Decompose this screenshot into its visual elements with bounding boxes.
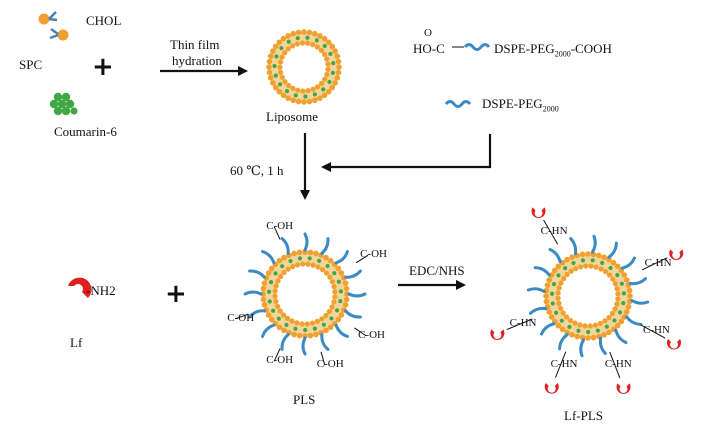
peg-elbow-arrow xyxy=(321,134,492,172)
condition-label: 60 ℃, 1 h xyxy=(230,163,284,178)
amide-group: C-HN xyxy=(550,357,578,370)
spc-label: SPC xyxy=(19,57,43,72)
chol-molecule-icon xyxy=(38,11,58,25)
plus-sign-2: + xyxy=(165,279,187,309)
liposome-vesicle xyxy=(266,29,342,105)
pls-vesicle xyxy=(235,226,369,366)
carbonyl-o-label: O xyxy=(424,27,432,39)
lf-label: Lf xyxy=(70,335,83,350)
dspe-peg-cooh-label: DSPE-PEG2000-COOH xyxy=(494,41,612,59)
thin-film-label: Thin film xyxy=(170,37,220,52)
spc-molecule-icon xyxy=(49,27,69,41)
amide-group: C-HN xyxy=(509,317,537,330)
plus-sign: + xyxy=(92,52,114,82)
carboxyl-group: C-OH xyxy=(358,328,385,341)
dspe-peg-icon xyxy=(444,100,472,108)
liposome-label: Liposome xyxy=(266,109,318,124)
nh2-label: -NH2 xyxy=(86,283,116,298)
edc-nhs-label: EDC/NHS xyxy=(409,263,465,278)
pls-label: PLS xyxy=(293,392,316,407)
amide-group: C-HN xyxy=(604,357,632,370)
coumarin-label: Coumarin-6 xyxy=(54,124,117,139)
carboxyl-group: C-OH xyxy=(227,311,255,324)
dspe-peg-cooh-icon xyxy=(452,43,491,51)
carboxyl-group: C-OH xyxy=(360,248,387,261)
chol-label: CHOL xyxy=(86,13,122,28)
lf-pls-vesicle xyxy=(490,207,684,394)
amide-group: C-HN xyxy=(644,256,672,269)
amide-group: C-HN xyxy=(642,324,670,337)
carboxyl-group: C-OH xyxy=(316,358,344,371)
hooc-prefix-label: HO-C xyxy=(413,41,445,56)
carboxyl-group: C-OH xyxy=(266,354,294,367)
carboxyl-group: C-OH xyxy=(266,219,294,232)
dspe-peg-label: DSPE-PEG2000 xyxy=(482,96,559,114)
coumarin-6-icon xyxy=(49,92,78,116)
lactoferrin-icon xyxy=(68,277,92,298)
hydration-label: hydration xyxy=(172,53,222,68)
lf-pls-label: Lf-PLS xyxy=(564,408,603,423)
amide-group: C-HN xyxy=(540,225,568,238)
